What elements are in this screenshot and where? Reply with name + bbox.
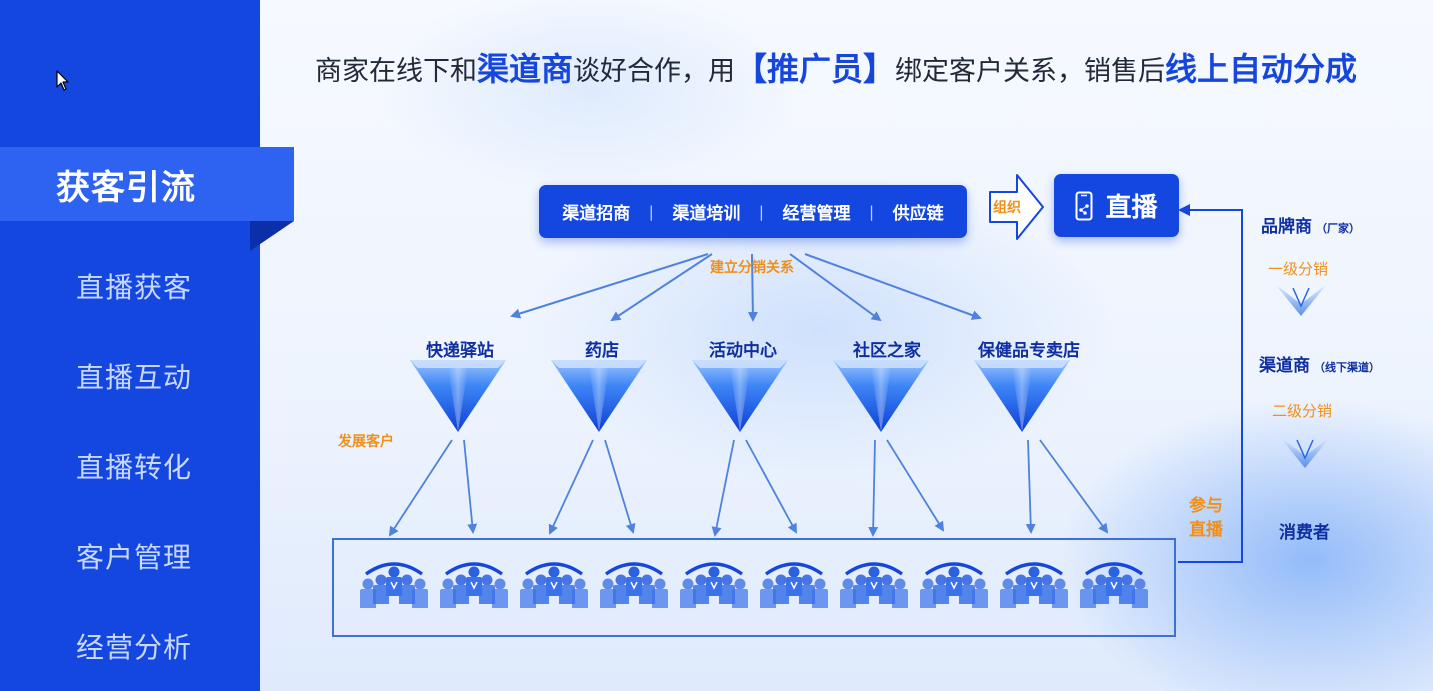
live-box: 直播 xyxy=(1054,174,1179,237)
chain-dealer: 渠道商 （线下渠道） xyxy=(1259,351,1380,376)
funnel-1 xyxy=(410,360,506,432)
join-live-label: 参与直播 xyxy=(1189,496,1223,540)
distribution-arrows xyxy=(510,253,982,322)
menu-item-business-analysis[interactable]: 经营分析 xyxy=(76,631,193,664)
headline-part-1: 商家在线下和 xyxy=(315,56,477,87)
customers-box xyxy=(332,538,1176,637)
func-separator: | xyxy=(648,202,654,221)
channel-label-pharmacy: 药店 xyxy=(585,341,619,361)
live-label: 直播 xyxy=(1105,193,1158,223)
chain-dealer-note: （线下渠道） xyxy=(1314,361,1380,374)
headline: 商家在线下和渠道商谈好合作，用【推广员】绑定客户关系，销售后线上自动分成 xyxy=(315,46,1357,95)
distribution-relation-label: 建立分销关系 xyxy=(710,260,794,276)
organize-label: 组织 xyxy=(993,200,1021,216)
headline-highlight-auto-split: 线上自动分成 xyxy=(1165,50,1358,88)
feedback-connector xyxy=(1178,204,1243,563)
headline-highlight-dealer: 渠道商 xyxy=(477,50,574,88)
chain-consumer: 消费者 xyxy=(1279,523,1330,543)
func-business-mgmt: 经营管理 xyxy=(782,204,851,224)
menu-item-live-convert[interactable]: 直播转化 xyxy=(76,451,193,484)
menu-item-live-interact[interactable]: 直播互动 xyxy=(76,361,193,394)
phone-icon xyxy=(1075,191,1093,220)
channel-label-express: 快递驿站 xyxy=(426,341,494,361)
distribution-diagram xyxy=(260,204,1332,691)
chain-brand-label: 品牌商 xyxy=(1261,217,1312,237)
main-area: 商家在线下和渠道商谈好合作，用【推广员】绑定客户关系，销售后线上自动分成 xyxy=(260,0,1433,691)
chain-level-2: 二级分销 xyxy=(1272,402,1333,420)
develop-customer-label: 发展客户 xyxy=(338,434,394,450)
headline-part-3: 绑定客户关系，销售后 xyxy=(895,56,1166,87)
menu-item-customer-mgmt[interactable]: 客户管理 xyxy=(76,541,193,574)
chain-chevron-2 xyxy=(1278,435,1332,469)
channel-label-activity-center: 活动中心 xyxy=(709,341,777,361)
organize-arrow-icon xyxy=(989,174,1044,240)
channel-funnels xyxy=(410,360,1070,432)
chain-chevron-1 xyxy=(1274,283,1328,317)
active-tab-fold xyxy=(250,221,294,251)
menu-item-active-acquire[interactable]: 获客引流 xyxy=(0,147,294,221)
chain-brand: 品牌商 （厂家） xyxy=(1261,212,1360,237)
functions-bar: 渠道招商 | 渠道培训 | 经营管理 | 供应链 xyxy=(539,185,967,238)
funnel-4 xyxy=(833,360,929,432)
mouse-cursor-icon xyxy=(56,70,69,91)
func-separator: | xyxy=(869,202,875,221)
funnel-2 xyxy=(551,360,647,432)
funnel-3 xyxy=(692,360,788,432)
headline-highlight-promoter: 【推广员】 xyxy=(735,50,896,88)
headline-part-2: 谈好合作，用 xyxy=(573,56,736,87)
customer-arrows xyxy=(388,439,1109,537)
chain-dealer-label: 渠道商 xyxy=(1259,356,1310,376)
channel-label-community: 社区之家 xyxy=(853,341,921,361)
menu-item-live-acquire[interactable]: 直播获客 xyxy=(76,271,193,304)
func-supply-chain: 供应链 xyxy=(892,204,944,224)
chain-brand-note: （厂家） xyxy=(1316,222,1360,235)
funnel-5 xyxy=(974,360,1070,432)
chain-level-1: 一级分销 xyxy=(1268,260,1329,278)
channel-label-health-store: 保健品专卖店 xyxy=(978,341,1080,361)
sidebar: 直播获客 直播互动 直播转化 客户管理 经营分析 xyxy=(0,0,260,691)
func-separator: | xyxy=(758,202,764,221)
func-channel-recruit: 渠道招商 xyxy=(562,204,631,224)
func-channel-training: 渠道培训 xyxy=(672,204,741,224)
